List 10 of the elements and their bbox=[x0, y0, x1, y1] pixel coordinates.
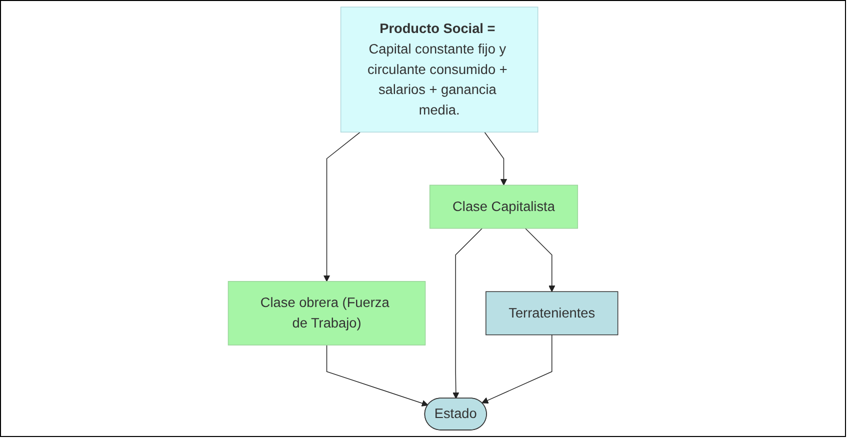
node-box: Terratenientes bbox=[485, 291, 618, 336]
node-box: Clase obrera (Fuerza de Trabajo) bbox=[228, 281, 426, 346]
arrow bbox=[482, 334, 552, 404]
node-box: Clase Capitalista bbox=[429, 184, 578, 229]
arrow bbox=[323, 132, 361, 282]
arrow bbox=[484, 132, 508, 186]
arrow bbox=[524, 228, 556, 292]
arrow bbox=[326, 344, 428, 406]
node-box: Producto Social = Capital constante fijo y circulante consumido + salarios + ganancia media. bbox=[340, 6, 538, 132]
arrow bbox=[452, 228, 482, 399]
